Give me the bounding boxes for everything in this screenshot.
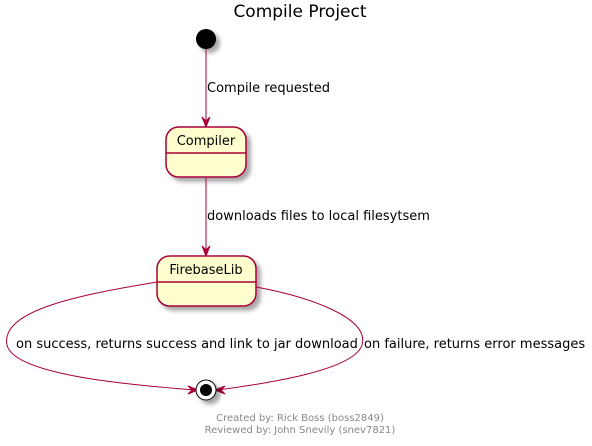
- diagram-title: Compile Project: [233, 2, 366, 22]
- state-compiler-label: Compiler: [177, 134, 236, 149]
- edge-failure: [213, 286, 364, 395]
- edge-success: [6, 281, 200, 395]
- footer-reviewed-by: Reviewed by: John Snevily (snev7821): [205, 425, 396, 436]
- state-firebaselib: FirebaseLib: [156, 255, 257, 307]
- edge-label-failure: on failure, returns error messages: [364, 337, 585, 352]
- start-node: [196, 29, 216, 49]
- edge-label-success: on success, returns success and link to …: [16, 337, 358, 352]
- end-node: [195, 379, 217, 401]
- edge-label-compile-requested: Compile requested: [207, 81, 330, 96]
- edge-compiler-to-firebase: [201, 177, 211, 258]
- edge-start-to-compiler: [201, 49, 211, 129]
- state-compiler: Compiler: [165, 126, 247, 178]
- footer-created-by: Created by: Rick Boss (boss2849): [216, 413, 384, 424]
- edge-label-downloads-files: downloads files to local filesytsem: [207, 209, 430, 224]
- state-firebaselib-label: FirebaseLib: [169, 263, 242, 278]
